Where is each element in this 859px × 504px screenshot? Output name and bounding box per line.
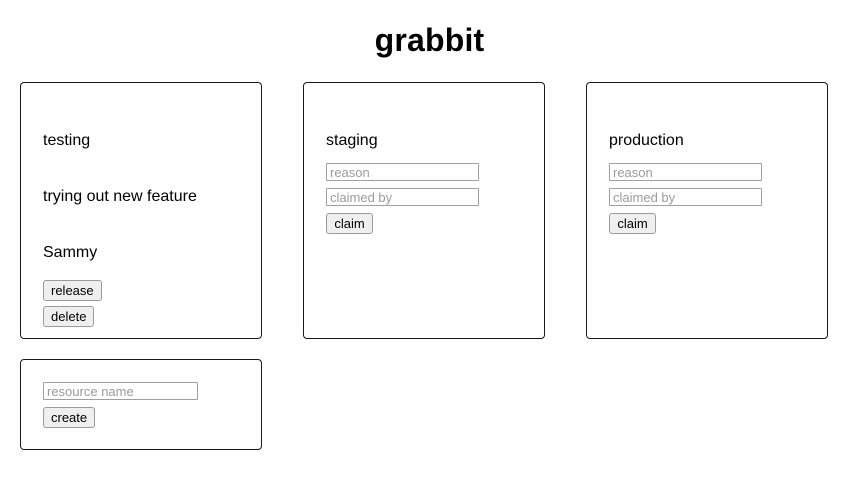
create-form: create bbox=[21, 360, 261, 428]
reason-input[interactable] bbox=[326, 163, 479, 181]
resource-card-body: production claim bbox=[607, 132, 807, 234]
claim-button[interactable]: claim bbox=[326, 213, 373, 234]
resource-name: staging bbox=[326, 132, 378, 149]
release-button[interactable]: release bbox=[43, 280, 102, 301]
resource-actions: release delete bbox=[43, 280, 239, 327]
reason-input[interactable] bbox=[609, 163, 762, 181]
claimed-by-input[interactable] bbox=[326, 188, 479, 206]
resource-card-testing: testing trying out new feature Sammy rel… bbox=[20, 82, 262, 339]
resource-card-body: testing trying out new feature Sammy rel… bbox=[41, 132, 241, 327]
create-resource-section: create bbox=[0, 339, 859, 450]
page-title: grabbit bbox=[374, 22, 485, 58]
resource-card-body: staging claim bbox=[324, 132, 524, 234]
claim-button[interactable]: claim bbox=[609, 213, 656, 234]
resource-name: production bbox=[609, 132, 684, 149]
claim-form: claim bbox=[326, 163, 522, 234]
resource-name-input[interactable] bbox=[43, 382, 198, 400]
claimed-by-input[interactable] bbox=[609, 188, 762, 206]
resource-card-production: production claim bbox=[586, 82, 828, 339]
resource-name: testing bbox=[43, 132, 91, 149]
create-resource-card: create bbox=[20, 359, 262, 450]
claim-form: claim bbox=[609, 163, 805, 234]
resource-card-staging: staging claim bbox=[303, 82, 545, 339]
create-button[interactable]: create bbox=[43, 407, 96, 428]
resource-card-list: testing trying out new feature Sammy rel… bbox=[0, 59, 859, 339]
resource-reason: trying out new feature bbox=[43, 188, 197, 205]
delete-button[interactable]: delete bbox=[43, 306, 95, 327]
resource-claimed-by: Sammy bbox=[43, 244, 98, 261]
